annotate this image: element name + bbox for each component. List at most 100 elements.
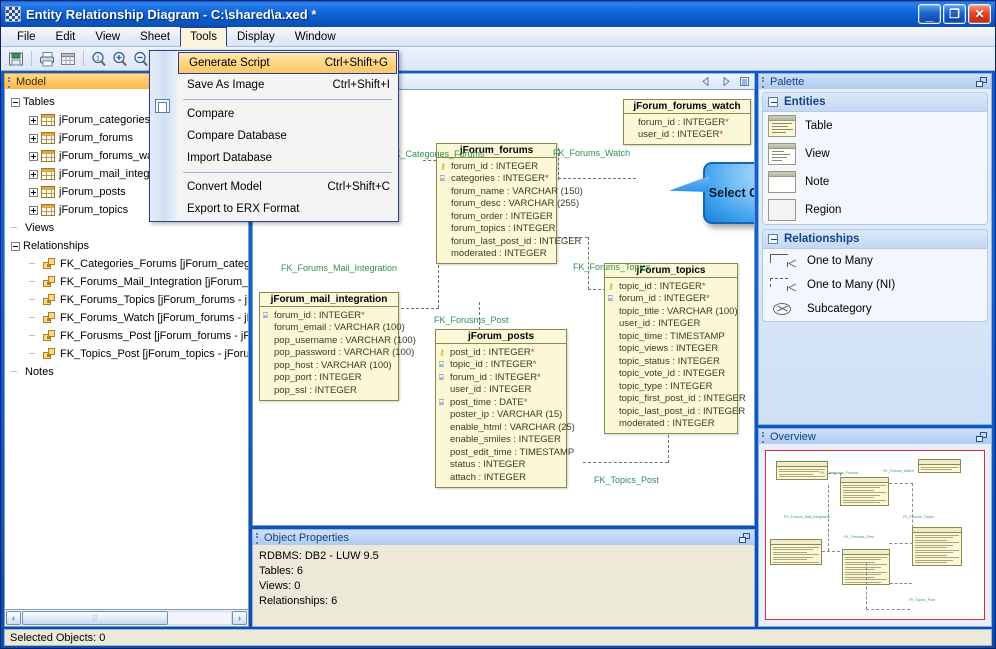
expand-icon[interactable] [29, 151, 38, 161]
menu-window[interactable]: Window [285, 27, 346, 46]
scroll-right-button[interactable]: › [232, 611, 247, 625]
palette-group-header[interactable]: Entities [763, 93, 987, 112]
palette-item-note[interactable]: Note [763, 168, 987, 196]
collapse-icon[interactable] [768, 97, 778, 107]
restore-icon[interactable] [976, 76, 987, 87]
prev-sheet-icon[interactable] [701, 76, 712, 87]
next-sheet-icon[interactable] [720, 76, 731, 87]
tree-node[interactable]: jForum_forums [11, 129, 248, 147]
tree-node[interactable]: ┄FK_Forums_Watch [jForum_forums - jForum… [11, 309, 248, 327]
tree-node[interactable]: ┄FK_Categories_Forums [jForum_categories… [11, 255, 248, 273]
restore-icon[interactable] [976, 431, 987, 442]
minimize-button[interactable]: _ [918, 4, 941, 24]
palette-item-region[interactable]: Region [763, 196, 987, 224]
er-column: forum_order : INTEGER [440, 210, 553, 223]
palette-item-view[interactable]: View [763, 140, 987, 168]
expand-icon[interactable] [29, 115, 38, 125]
model-tree-hscrollbar[interactable]: ‹ ⁞⁞ › [4, 610, 249, 627]
er-table[interactable]: jForum_mail_integration⌸forum_id : INTEG… [259, 292, 416, 401]
palette-item-one-to-many-ni[interactable]: One to Many (NI) [763, 273, 987, 297]
sheet-list-icon[interactable] [739, 76, 750, 87]
view-swatch [768, 143, 796, 165]
tree-node[interactable]: jForum_topics [11, 201, 248, 219]
palette-item-label: One to Many [807, 255, 873, 267]
er-table[interactable]: jForum_posts⚷post_id : INTEGER*⌸topic_id… [435, 329, 575, 488]
close-button[interactable]: ✕ [968, 4, 991, 24]
tree-node[interactable]: jForum_posts [11, 183, 248, 201]
menu-item-label: Generate Script [189, 57, 270, 69]
zoom-actual-icon[interactable]: 1 [90, 50, 108, 68]
scroll-trough[interactable] [169, 611, 232, 625]
tree-node-label: jForum_forums_watch [59, 150, 168, 162]
expand-icon[interactable] [29, 169, 38, 179]
expand-icon[interactable] [29, 187, 38, 197]
collapse-icon[interactable] [11, 97, 20, 107]
menu-file[interactable]: File [7, 27, 46, 46]
app-icon[interactable] [5, 6, 21, 22]
drag-grip[interactable] [762, 77, 765, 88]
expand-icon[interactable] [29, 133, 38, 143]
maximize-button[interactable]: ❐ [943, 4, 966, 24]
zoom-out-icon[interactable] [132, 50, 150, 68]
menu-item-import-database[interactable]: Import Database [177, 147, 398, 169]
restore-icon[interactable] [739, 532, 750, 543]
tree-node[interactable]: ┄Views [11, 219, 248, 237]
tree-node[interactable]: jForum_mail_integration [11, 165, 248, 183]
scroll-thumb[interactable]: ⁞⁞ [22, 611, 168, 625]
collapse-icon[interactable] [768, 234, 778, 244]
overview-table-row [843, 499, 886, 501]
print-icon[interactable] [38, 50, 56, 68]
expand-icon[interactable] [29, 205, 38, 215]
tree-node[interactable]: ┄FK_Forusms_Post [jForum_forums - jForum… [11, 327, 248, 345]
note-swatch [768, 171, 796, 193]
menu-display[interactable]: Display [227, 27, 285, 46]
zoom-in-icon[interactable] [111, 50, 129, 68]
menu-sheet[interactable]: Sheet [130, 27, 180, 46]
tree-node[interactable]: jForum_categories [11, 111, 248, 129]
drag-grip[interactable] [762, 432, 765, 443]
palette-item-one-to-many[interactable]: One to Many [763, 249, 987, 273]
menu-item-compare-database[interactable]: Compare Database [177, 125, 398, 147]
toolbar-separator [31, 51, 32, 66]
tree-node[interactable]: Tables [11, 93, 248, 111]
save-icon[interactable] [7, 50, 25, 68]
menu-view[interactable]: View [85, 27, 130, 46]
tree-node[interactable]: ┄FK_Forums_Mail_Integration [jForum_foru… [11, 273, 248, 291]
tree-node[interactable]: ┄FK_Forums_Topics [jForum_forums - jForu… [11, 291, 248, 309]
overview-fk-label: FK_Topics_Post [909, 598, 935, 602]
tree-node[interactable]: Relationships [11, 237, 248, 255]
er-column: topic_last_post_id : INTEGER [608, 405, 745, 418]
tree-node[interactable]: ┄Notes [11, 363, 248, 381]
er-table[interactable]: jForum_forums⚷forum_id : INTEGER⌸categor… [436, 143, 583, 264]
tree-node[interactable]: jForum_forums_watch [11, 147, 248, 165]
collapse-icon[interactable] [11, 241, 20, 251]
er-table[interactable]: jForum_topics⚷topic_id : INTEGER*⌸forum_… [604, 263, 746, 434]
drag-grip[interactable] [8, 77, 11, 88]
palette-group-header[interactable]: Relationships [763, 230, 987, 249]
menu-item-compare[interactable]: Compare [177, 103, 398, 125]
tree-node-label: FK_Categories_Forums [jForum_categories … [60, 258, 249, 270]
overview-edge [866, 563, 867, 609]
drag-grip[interactable] [256, 533, 259, 544]
er-column: topic_time : TIMESTAMP [608, 330, 733, 343]
er-column-name: forum_desc : VARCHAR (255) [451, 198, 580, 210]
palette-item-subcategory[interactable]: Subcategory [763, 297, 987, 321]
grid-icon[interactable] [59, 50, 77, 68]
er-table-title: jForum_forums [437, 144, 556, 158]
menu-item-export-to-erx-format[interactable]: Export to ERX Format [177, 198, 398, 220]
menu-edit[interactable]: Edit [46, 27, 86, 46]
scroll-left-button[interactable]: ‹ [6, 611, 21, 625]
menu-tools[interactable]: Tools [180, 27, 227, 47]
tree-node[interactable]: ┄FK_Topics_Post [jForum_topics - jForum_… [11, 345, 248, 363]
palette-item-table[interactable]: Table [763, 112, 987, 140]
fk-label: FK_Forums_Mail_Integration [281, 263, 398, 273]
